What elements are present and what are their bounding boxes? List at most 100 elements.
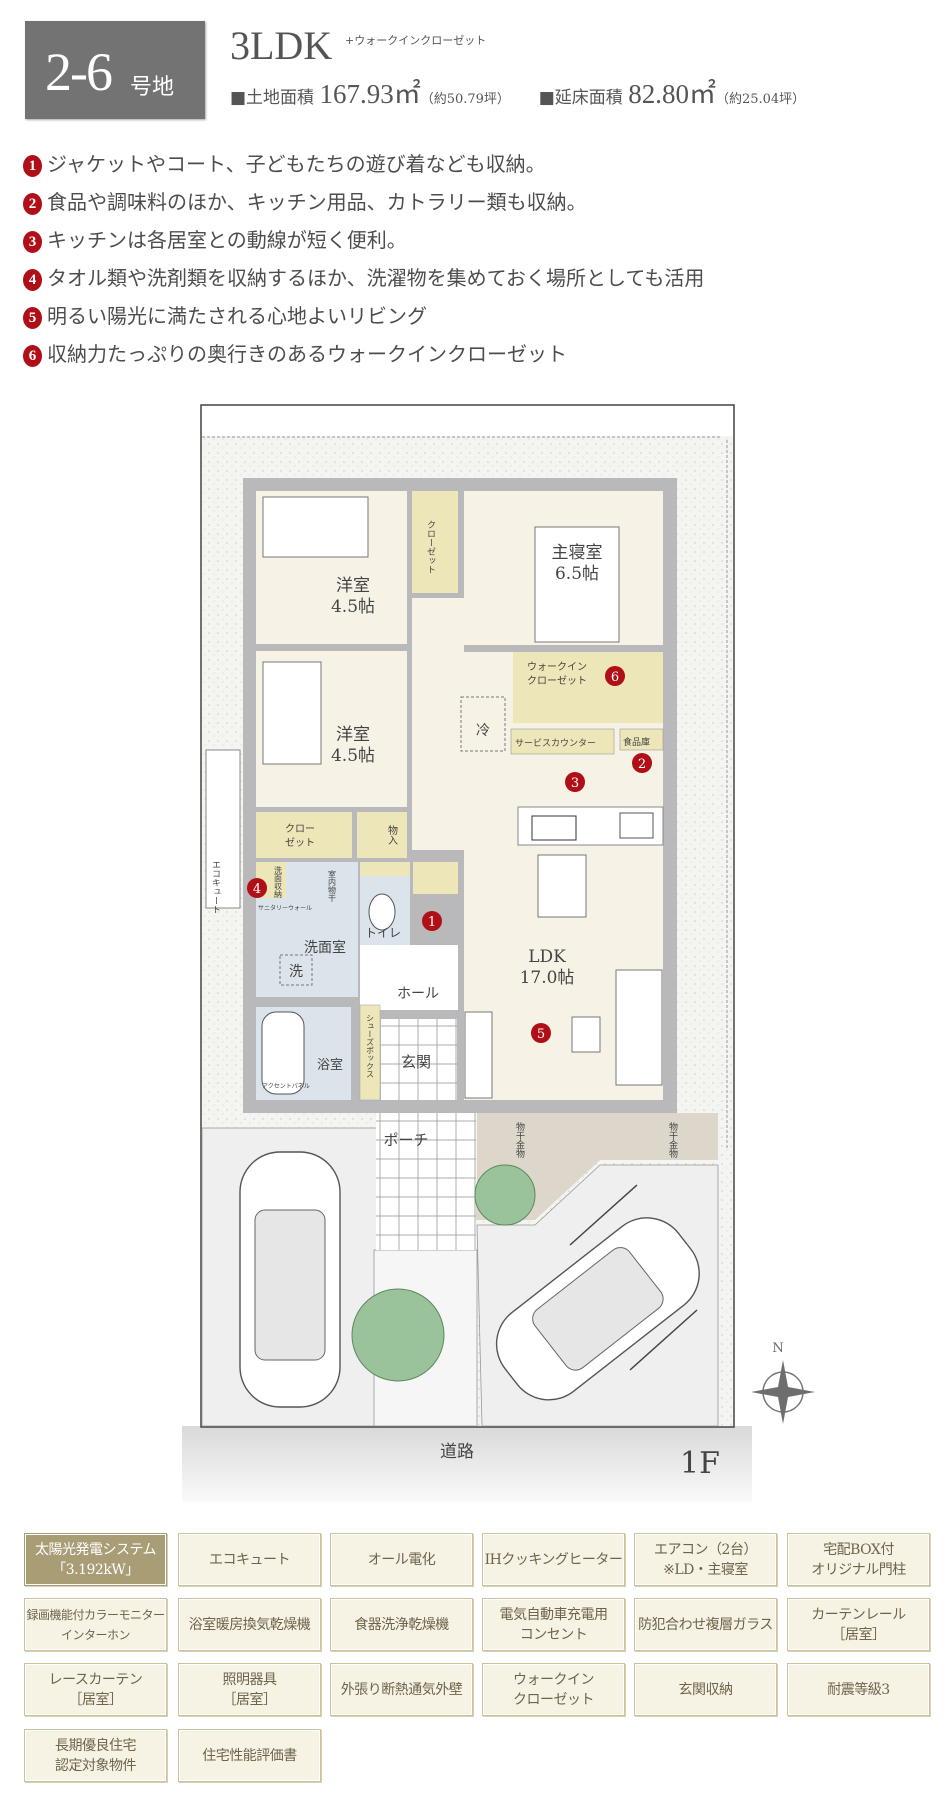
entrance-label: 玄関 [401,1053,431,1071]
pantry [619,728,664,751]
vanity-storage-label: 洗面収納 [274,865,283,899]
equipment-item: レースカーテン ［居室］ [24,1663,167,1716]
plan-marker-1: 1 [422,911,442,931]
feature-text: ジャケットやコート、子どもたちの遊び着なども収納。 [47,152,546,176]
room-label: 主寝室 [552,542,603,563]
equipment-item: 耐震等級3 [787,1663,930,1716]
bed [262,496,369,558]
feature-text: 収納力たっぷりの奥行きのあるウォークインクローゼット [47,342,567,366]
floor-area-label: ■延床面積 [538,88,623,108]
plan-marker-4: 4 [247,878,267,898]
ecocute-label: エコキュート [210,860,221,914]
bed [262,661,322,765]
feature-text: キッチンは各居室との動線が短く便利。 [47,228,407,252]
equipment-item: ウォークイン クローゼット [482,1663,625,1716]
room-size: 4.5帖 [331,746,375,766]
sink-icon [531,815,577,841]
wic-label: クローゼット [527,675,587,687]
toilet-icon [368,893,396,931]
marker-5: 5 [23,307,42,329]
room-size: 4.5帖 [331,597,375,617]
equipment-item: 電気自動車充電用 コンセント [482,1598,625,1651]
layout-extra: +ウォークインクローゼット [345,34,487,47]
equipment-item: 長期優良住宅 認定対象物件 [24,1729,167,1782]
equipment-item: 宅配BOX付 オリジナル門柱 [787,1533,930,1586]
bath-label: 浴室 [317,1057,343,1073]
indoor-drying-label: 室内物干 [328,869,337,903]
equipment-item: 玄関収納 [634,1663,777,1716]
land-area-value: 167.93㎡ [319,79,421,109]
closet-upper [412,491,458,593]
storage-label: 物入 [386,824,398,845]
shoebox [359,1004,381,1101]
equipment-item: 照明器具 ［居室］ [178,1663,321,1716]
equipment-item: 録画機能付カラーモニター インターホン [24,1598,167,1651]
floor-area-tsubo: （約25.04坪） [715,92,806,107]
coffee-table [571,1016,601,1053]
closet-label: クロー [285,823,315,835]
ih-cooktop-icon [619,812,654,839]
equipment-item: エアコン（2台） ※LD・主寝室 [634,1533,777,1586]
closet-lower [256,812,352,858]
area-summary: ■土地面積 167.93㎡（約50.79坪） ■延床面積 82.80㎡（約25.… [230,72,805,111]
drying-hardware-label: 物干金物 [667,1121,678,1159]
hall [360,945,458,1010]
toilet-label: トイレ [365,926,401,940]
bicycle-icon [569,1184,698,1371]
road-label: 道路 [440,1442,474,1462]
lot-badge: 2-6 号地 [25,21,205,119]
lot-number: 2-6 [45,42,113,102]
closet-label: ゼット [285,837,315,849]
equipment-item: 太陽光発電システム 「3.192kW」 [24,1533,167,1586]
marker-number: 2 [638,757,646,772]
ldk-label: LDK [528,947,566,967]
road [182,1426,752,1502]
toilet-shelf [360,862,410,876]
accent-panel-label: アクセントパネル [262,1083,310,1090]
fridge-space [460,696,506,752]
equipment-item: IHクッキングヒーター [482,1533,625,1586]
marker-4: 4 [23,269,42,291]
walk-in-closet [513,652,663,723]
land-area-label: ■土地面積 [230,88,315,108]
marker-number: 3 [571,776,579,791]
shoebox-label: シューズボックス [366,1014,375,1078]
lot-top-strip [202,406,733,436]
feature-text: タオル類や洗剤類を収納するほか、洗濯物を集めておく場所としても活用 [47,266,705,290]
cloak-storage [413,862,458,894]
equipment-item: 浴室暖房換気乾燥機 [178,1598,321,1651]
tv-board [464,1011,493,1099]
lot-suffix: 号地 [130,75,175,100]
layout-type: 3LDK [230,23,333,68]
wic-label: ウォークイン [527,661,587,673]
ldk-size: 17.0帖 [520,968,575,988]
marker-2: 2 [23,193,42,215]
marker-number: 4 [253,882,261,897]
tree-icon [474,1164,536,1226]
service-counter [510,728,615,755]
marker-number: 5 [537,1027,545,1042]
marker-number: 6 [611,670,619,685]
room-label: 洋室 [336,725,370,745]
washroom [286,862,358,997]
floor-plan: 道路 1F ポーチ 物干金物 物干金物 エコキュート [182,404,815,1502]
plan-marker-2: 2 [632,753,652,773]
north-label: N [772,1341,783,1356]
equipment-item: 防犯合わせ複層ガラス [634,1598,777,1651]
corridor [412,598,464,850]
plan-marker-3: 3 [565,772,585,792]
bathtub-icon [261,1011,305,1095]
equipment-item: エコキュート [178,1533,321,1586]
bed [534,526,620,643]
equipment-item: 食器洗浄乾燥機 [330,1598,473,1651]
sofa [615,969,663,1086]
dining-table [537,854,587,918]
floor-area-value: 82.80㎡ [628,79,716,109]
car-icon [239,1151,341,1408]
equipment-item: 外張り断熱通気外壁 [330,1663,473,1716]
